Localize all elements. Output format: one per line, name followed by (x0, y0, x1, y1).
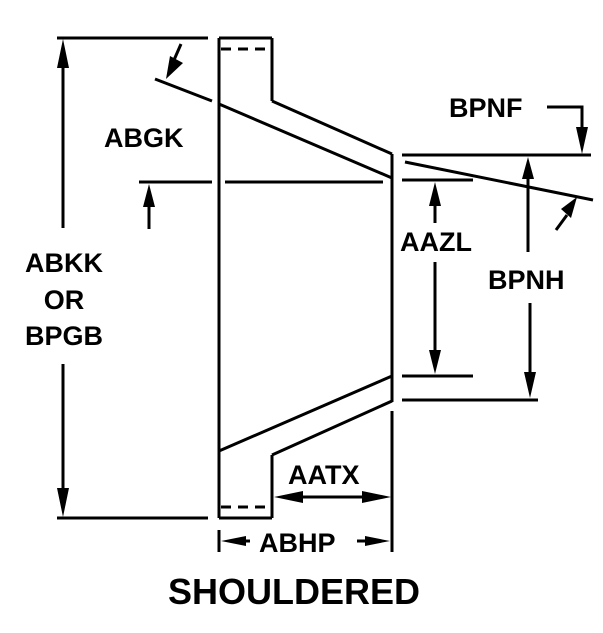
label-bpnh: BPNH (488, 265, 565, 295)
bpnf-angle-line (404, 160, 594, 202)
bpnf-angle-arrow-icon (561, 197, 577, 218)
label-abgk: ABGK (104, 123, 184, 153)
bpnh-bottom-arrow-icon (524, 372, 536, 398)
abkk-dimension (57, 36, 208, 520)
aatx-left-arrow-icon (274, 491, 303, 503)
label-aazl: AAZL (400, 227, 472, 257)
label-bpgb: BPGB (25, 321, 103, 351)
abgk-bore-arrow-icon (143, 184, 155, 207)
abhp-right-arrow-icon (365, 536, 390, 546)
abkk-top-arrow-icon (57, 39, 69, 68)
abgk-arrow-icon (166, 56, 183, 79)
diagram-title: SHOULDERED (168, 571, 420, 612)
abgk-angle-extension (154, 77, 213, 103)
aazl-bottom-arrow-icon (429, 350, 441, 374)
inner-taper-top (218, 102, 393, 180)
label-abkk: ABKK (25, 248, 103, 278)
label-aatx: AATX (288, 460, 360, 490)
outer-taper-top (271, 99, 393, 156)
bpnf-arrow-icon (576, 127, 588, 154)
outer-taper-bottom (271, 399, 393, 457)
abhp-dimension (217, 530, 390, 552)
flange-body (217, 36, 394, 552)
bpnf-angle-leader (554, 214, 569, 231)
inner-taper-bottom (218, 374, 393, 453)
bpnh-top-arrow-icon (522, 157, 534, 179)
abgk-dimension (139, 43, 213, 229)
abhp-left-arrow-icon (221, 536, 246, 546)
abkk-bottom-arrow-icon (57, 488, 69, 517)
bpnf-leader (547, 105, 584, 130)
bpnh-dimension (402, 105, 594, 402)
abgk-leader (172, 43, 183, 61)
aatx-right-arrow-icon (362, 491, 391, 503)
aatx-dimension (274, 491, 391, 503)
aazl-top-arrow-icon (429, 182, 441, 206)
label-abhp: ABHP (259, 528, 336, 558)
label-or: OR (44, 285, 85, 315)
label-bpnf: BPNF (449, 93, 523, 123)
aazl-dimension (402, 178, 473, 378)
